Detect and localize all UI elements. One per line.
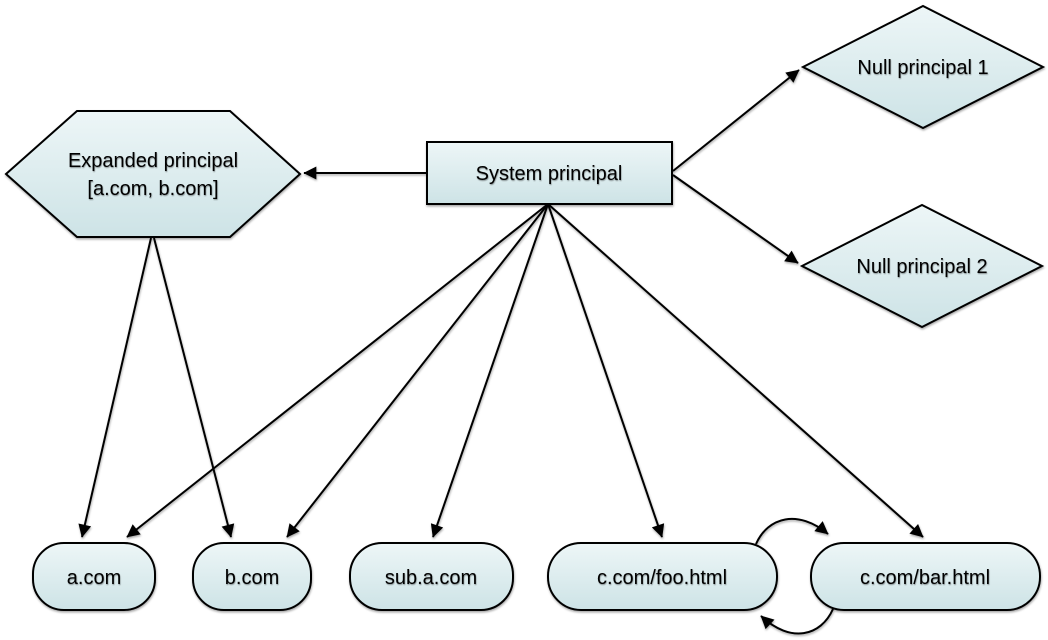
edge-c-com-bar-to-c-com-foo — [760, 608, 834, 635]
c-com-bar-label: c.com/bar.html — [860, 567, 990, 589]
node-sub-a-com-shape — [349, 542, 514, 611]
edge-system-to-sub-a-com — [430, 203, 549, 538]
label-layer: Expanded principal [a.com, b.com] System… — [67, 57, 990, 589]
node-null-principal-2-shape — [799, 203, 1045, 329]
edge-system-to-c-com-foo — [547, 203, 665, 538]
node-null-principal-1-shape — [800, 4, 1046, 130]
node-expanded-principal-shape — [4, 110, 302, 238]
sub-a-com-label: sub.a.com — [385, 567, 477, 589]
node-a-com-shape — [32, 542, 156, 611]
edge-expanded-to-a-com — [78, 237, 152, 538]
edge-system-to-null-principal-1 — [672, 69, 800, 172]
system-principal-label: System principal — [476, 163, 623, 185]
null-principal-1-label: Null principal 1 — [857, 57, 988, 79]
edge-system-to-a-com — [126, 203, 549, 538]
node-c-com-bar-shape — [810, 542, 1041, 611]
expanded-principal-label-line2: [a.com, b.com] — [87, 178, 218, 200]
expanded-principal-label-line1: Expanded principal — [68, 150, 238, 172]
a-com-label: a.com — [67, 567, 121, 589]
c-com-foo-label: c.com/foo.html — [597, 567, 727, 589]
node-c-com-foo-shape — [547, 542, 778, 611]
node-system-principal-shape — [426, 141, 673, 205]
edge-system-to-c-com-bar — [547, 203, 924, 538]
edge-layer — [78, 69, 924, 635]
null-principal-2-label: Null principal 2 — [856, 256, 987, 278]
edge-system-to-b-com — [286, 203, 549, 538]
edge-system-to-null-principal-2 — [672, 174, 799, 264]
b-com-label: b.com — [225, 567, 279, 589]
edge-expanded-to-b-com — [153, 237, 235, 538]
node-layer — [4, 4, 1046, 611]
node-b-com-shape — [192, 542, 312, 611]
edge-c-com-foo-to-c-com-bar — [755, 517, 829, 545]
